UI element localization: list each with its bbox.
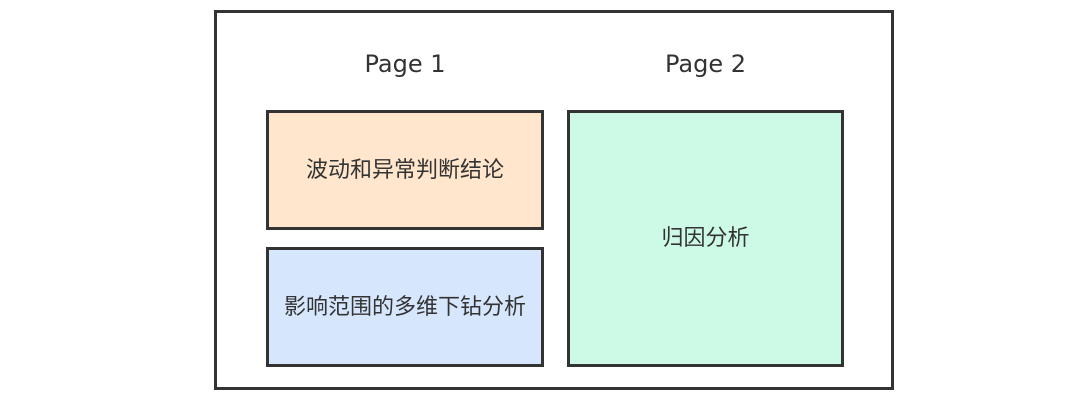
page-2-label: Page 2 bbox=[665, 50, 746, 78]
page-1-label: Page 1 bbox=[364, 50, 446, 78]
impact-drilldown-text: 影响范围的多维下钻分析 bbox=[283, 294, 526, 320]
impact-drilldown-box: 影响范围的多维下钻分析 bbox=[266, 247, 544, 367]
attribution-analysis-text: 归因分析 bbox=[661, 226, 750, 251]
fluctuation-conclusion-box: 波动和异常判断结论 bbox=[266, 110, 544, 230]
fluctuation-conclusion-text: 波动和异常判断结论 bbox=[305, 157, 504, 183]
attribution-analysis-box: 归因分析 bbox=[567, 110, 844, 367]
